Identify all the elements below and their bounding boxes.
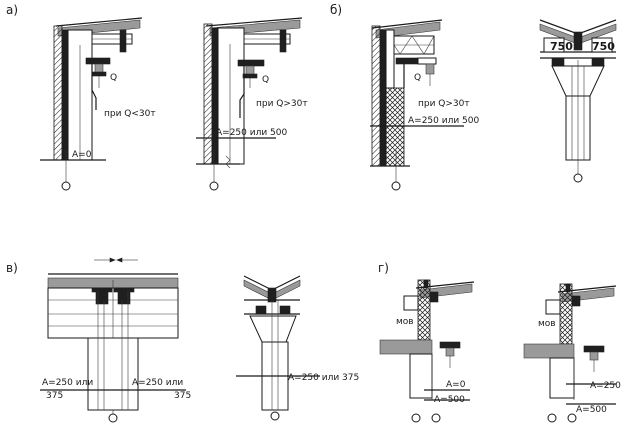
svg-text:А=250 или 500: А=250 или 500 [408, 116, 480, 126]
lattice-column [385, 87, 405, 167]
panel-v-left: в) А=250 или 375 А=250 или 375 [6, 257, 191, 423]
panel-label-b: б) [330, 3, 342, 17]
column [61, 29, 69, 161]
svg-text:Q: Q [262, 75, 269, 85]
svg-text:мов: мов [396, 317, 414, 327]
panel-v-right: А=250 или 375 [236, 275, 359, 421]
panel-label-v: в) [6, 261, 18, 275]
axis-marker [61, 181, 71, 191]
panel-label-g: г) [378, 261, 389, 275]
svg-text:375: 375 [46, 391, 63, 401]
load-label: Q [110, 73, 117, 83]
dim-750-left: 750 [550, 40, 573, 53]
svg-text:при Q>30т: при Q>30т [256, 99, 308, 109]
panel-a-right: Q при Q>30т А=250 или 500 [196, 17, 308, 191]
panel-g-left: г) мов А=0 А=500 [378, 261, 475, 423]
svg-text:при Q>30т: при Q>30т [418, 99, 470, 109]
svg-text:А=250 или 500: А=250 или 500 [216, 128, 288, 138]
svg-text:А=0: А=0 [446, 380, 466, 390]
wall-panel [53, 25, 63, 161]
svg-text:Q: Q [414, 73, 421, 83]
dim-750-right: 750 [592, 40, 615, 53]
svg-text:А=250: А=250 [590, 381, 621, 391]
condition-label: при Q<30т [104, 109, 156, 119]
panel-a-left: а) Q при Q<30т А=0 [6, 3, 156, 191]
svg-text:А=250 или: А=250 или [132, 378, 183, 388]
panel-label-a: а) [6, 3, 18, 17]
svg-text:мов: мов [538, 319, 556, 329]
svg-text:А=250 или: А=250 или [42, 378, 93, 388]
panel-b-right: 750 750 [539, 19, 617, 183]
svg-text:А=500: А=500 [576, 405, 607, 415]
crane-beam [85, 57, 111, 65]
svg-text:375: 375 [174, 391, 191, 401]
svg-text:А=500: А=500 [434, 395, 465, 405]
panel-b-left: б) Q при Q>30т А=250 или 500 [330, 3, 480, 191]
svg-text:А=250 или 375: А=250 или 375 [288, 373, 359, 383]
offset-label: А=0 [72, 150, 92, 160]
panel-g-right: мов А=250 А=500 [523, 283, 621, 423]
